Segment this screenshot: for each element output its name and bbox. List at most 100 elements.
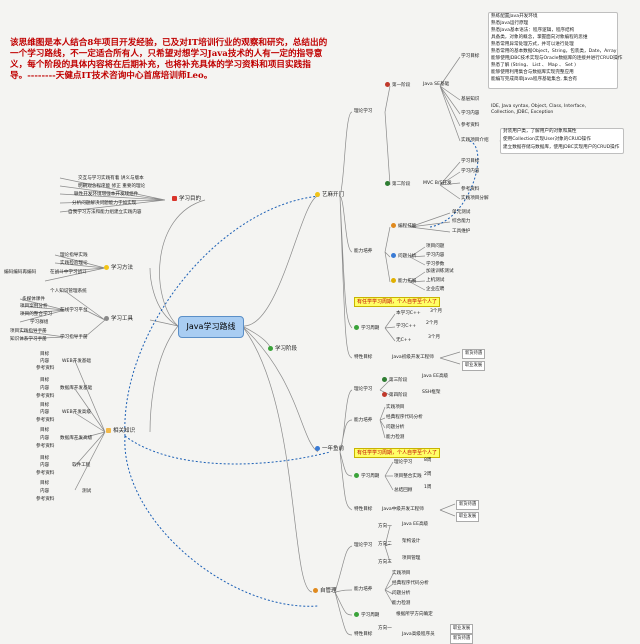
target-bubble: 职业发展: [462, 361, 486, 371]
purpose-item: 分析问题解决问题能力于如实现: [72, 201, 137, 206]
stage3-dir: 方向三: [378, 560, 392, 565]
stage2-label[interactable]: 一年鱼前: [315, 446, 344, 452]
purpose-item: 交互与学习实践有着 讲义与版本: [78, 176, 144, 181]
related-item: 参考资料: [36, 497, 55, 502]
practice-item: 封装用户类，了解用户的对象和属性: [503, 129, 577, 134]
related-item: 参考资料: [36, 394, 55, 399]
tools-item: 知识体系学习手册: [10, 337, 47, 342]
stage2-period-value: 8周: [424, 458, 432, 463]
skill-item: 工具维护: [452, 229, 471, 234]
stage1-label[interactable]: 艺麻开门: [315, 192, 344, 198]
related-item: 参考资料: [36, 366, 55, 371]
method-item: 编码编码再编码: [4, 270, 37, 275]
stage3-dir-item: 架构设计: [402, 539, 421, 544]
stage2-period-item: 总结回顾: [394, 488, 413, 493]
intro-text: 该思维图是本人结合8年项目开发经验，已及对IT培训行业的观察和研究，总结出的一个…: [10, 38, 328, 81]
related-topic: 测试: [82, 489, 92, 494]
branch-learn-method[interactable]: 学习方法: [104, 265, 133, 271]
related-topic: WEB开发基础: [62, 359, 91, 364]
stage1-first: 第一阶段: [385, 82, 410, 89]
action-node: 能力拓展: [391, 278, 416, 285]
stage3-theory: 理论学习: [354, 543, 373, 548]
related-item: 内容: [40, 463, 50, 468]
related-item: 目标: [40, 456, 50, 461]
goals-box: [488, 12, 618, 89]
stage3-cap-item: 问题分析: [392, 591, 411, 596]
stage3-dir-bottom: 方向一: [378, 626, 392, 631]
goal-item: 能够使用利用集合与数据库实现完整应用: [491, 70, 574, 75]
basic-knowledge-label: 基层知识: [461, 97, 480, 102]
flag-icon: [268, 346, 273, 351]
stage1-callout: 有任学学习周期，个人自学至个人了: [354, 297, 441, 307]
period-item: 学习C++: [396, 324, 417, 329]
action-item: 企业应聘: [426, 287, 445, 292]
goal-item: 具备类，对象的概念，掌握面向对象编程的思维: [491, 35, 588, 40]
dashed-link-arcs: [124, 140, 479, 607]
tools-item: 项目案例分析: [20, 304, 48, 309]
action-item: 加速训练测试: [426, 269, 454, 274]
period-label: 学习周期: [354, 325, 379, 332]
goal-item: 能够使用JDBC技术实现与Oracle数据库的连接并进行CRUD操作: [491, 56, 623, 61]
stage3-target: 特性目标: [354, 632, 373, 637]
related-item: 参考资料: [36, 471, 55, 476]
related-item: 参考资料: [36, 444, 55, 449]
gear-icon: [391, 223, 396, 228]
stage2-target-item: Java中级开发工程师: [382, 507, 424, 512]
stage3-cap-item: 经典程序代码分析: [392, 581, 429, 586]
tools-item: 学习群组: [30, 320, 49, 325]
stage3-target-item: Java高级程序员: [402, 632, 435, 637]
stage3-period-item: 根据所学方向确定: [396, 612, 433, 617]
stage2-item: 实践项目分解: [461, 196, 489, 201]
related-item: 内容: [40, 436, 50, 441]
branch-related-knowledge[interactable]: 相关知识: [106, 428, 135, 434]
analysis-item: 学习内容: [426, 253, 445, 258]
checkmark-icon: [172, 196, 177, 201]
content-text: IDE, Java syntax, Object, Class, Interfa…: [491, 104, 587, 115]
goal-item: 熟悉常用的基本数据Object，String，包装类，Date，Array: [491, 49, 617, 54]
central-topic[interactable]: Java学习路线: [178, 316, 244, 338]
period-item: 本学习C++: [396, 311, 421, 316]
document-icon: [106, 428, 111, 433]
branch-learn-purpose[interactable]: 学习目的: [172, 196, 201, 202]
java-ee-label: Java EE高级: [422, 374, 449, 379]
related-item: 目标: [40, 378, 50, 383]
branch-learn-tools[interactable]: 学习工具: [104, 316, 133, 322]
person-icon: [313, 588, 318, 593]
stage2-cap: 能力培养: [354, 418, 373, 423]
stage1-theory: 理论学习: [354, 109, 373, 114]
practice-label: 实践项目介绍: [461, 138, 489, 143]
tools-item: 项目的整合学习: [20, 312, 53, 317]
star-icon: [391, 278, 396, 283]
tools-item: 项目实践指导手册: [10, 329, 47, 334]
goal-item: 熟悉Java基本语法：程序逻辑，程序结构: [491, 28, 575, 33]
branch-learning-stages[interactable]: 学习阶段: [268, 346, 297, 352]
method-item: 实践检验理论: [60, 261, 88, 266]
stage2-bubble: 新货待遇: [456, 500, 480, 510]
stage1-second: 第二阶段: [385, 181, 410, 188]
tools-group: 学习指导手册: [60, 335, 88, 340]
stage2-target: 特性目标: [354, 507, 373, 512]
stage3-cap-item: 能力检测: [392, 601, 411, 606]
method-item: 在战斗中学习战斗: [50, 270, 87, 275]
practice-item: 建立数据存储与数据库，使用JDBC实现用户的CRUD操作: [503, 145, 620, 150]
content-label: 学习内容: [461, 111, 480, 116]
stage3-label[interactable]: 自管理: [313, 588, 337, 594]
java-se-label: Java SE基础: [423, 82, 450, 87]
clock-icon: [354, 612, 359, 617]
practice-item: 使用Collection实现User对象的CRUD操作: [503, 137, 591, 142]
goal-item: 熟悉常用异常处理方式，并可以进行处理: [491, 42, 574, 47]
stage2-cap-item: 经典程序代码分析: [386, 415, 423, 420]
skill-item: 单元测试: [452, 210, 471, 215]
tools-item: 个人知识管理系统: [50, 289, 87, 294]
target-item: Java初级开发工程师: [392, 355, 434, 360]
related-item: 内容: [40, 359, 50, 364]
related-item: 内容: [40, 386, 50, 391]
period-value: 3个月: [430, 309, 443, 314]
stage2-period-value: 2周: [424, 472, 432, 477]
tools-item: 多媒体课件: [22, 297, 45, 302]
lightbulb-icon: [104, 265, 109, 270]
goal-item: 能编写完成简单Java程序基础集合, 集合有: [491, 77, 578, 82]
learn-goal-label: 学习目标: [461, 54, 480, 59]
period-value: 3个月: [428, 335, 441, 340]
